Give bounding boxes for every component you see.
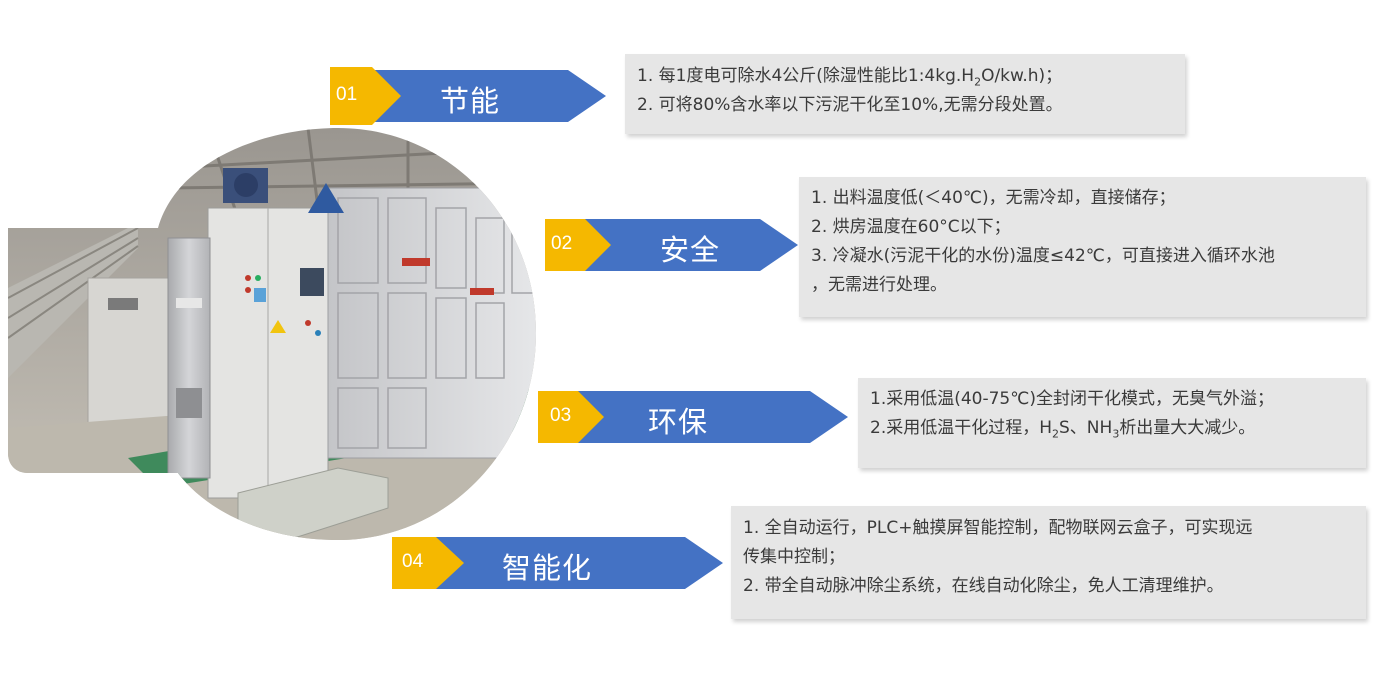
banner-arrow-shape [392, 537, 723, 589]
feature-title: 环保 [648, 405, 709, 439]
description-line: 2. 带全自动脉冲除尘系统，在线自动化除尘，免人工清理维护。 [743, 576, 1224, 596]
description-line: 2. 烘房温度在60°C以下； [811, 217, 1011, 237]
feature-number: 02 [551, 233, 573, 254]
description-line: 3. 冷凝水(污泥干化的水份)温度≤42℃，可直接进入循环水池 [811, 246, 1275, 266]
banner-arrow-shape [538, 391, 848, 443]
description-line: 1. 出料温度低(＜40℃)，无需冷却，直接储存； [811, 188, 1176, 208]
description-line: 1.采用低温(40-75℃)全封闭干化模式，无臭气外溢； [870, 389, 1274, 409]
banner-arrow-shape [545, 219, 798, 271]
feature-description-intelligent: 1. 全自动运行，PLC+触摸屏智能控制，配物联网云盒子，可实现远 传集中控制；… [731, 506, 1366, 619]
feature-banner-environmental: 03 环保 [538, 388, 848, 446]
description-line: 1. 每1度电可除水4公斤(除湿性能比1:4kg.H2O/kw.h)； [637, 66, 1063, 89]
feature-title: 安全 [660, 233, 721, 267]
feature-banner-safety: 02 安全 [545, 216, 798, 274]
feature-description-environmental: 1.采用低温(40-75℃)全封闭干化模式，无臭气外溢； 2.采用低温干化过程，… [858, 378, 1366, 468]
description-line: ，无需进行处理。 [811, 275, 947, 295]
feature-title: 节能 [440, 84, 501, 118]
feature-number: 01 [336, 84, 358, 105]
feature-title: 智能化 [502, 551, 593, 585]
feature-description-safety: 1. 出料温度低(＜40℃)，无需冷却，直接储存； 2. 烘房温度在60°C以下… [799, 177, 1366, 317]
feature-banner-energy-saving: 01 节能 [330, 67, 606, 125]
feature-number: 04 [402, 551, 424, 572]
description-line: 2.采用低温干化过程，H2S、NH3析出量大大减少。 [870, 418, 1256, 441]
equipment-photo [8, 128, 536, 540]
feature-number: 03 [550, 405, 572, 426]
feature-description-energy-saving: 1. 每1度电可除水4公斤(除湿性能比1:4kg.H2O/kw.h)； 2. 可… [625, 54, 1185, 134]
description-line: 2. 可将80%含水率以下污泥干化至10%,无需分段处置。 [637, 95, 1063, 115]
description-line: 传集中控制； [743, 547, 845, 567]
feature-banner-intelligent: 04 智能化 [392, 534, 723, 592]
banner-arrow-shape [330, 67, 606, 125]
description-line: 1. 全自动运行，PLC+触摸屏智能控制，配物联网云盒子，可实现远 [743, 518, 1253, 538]
